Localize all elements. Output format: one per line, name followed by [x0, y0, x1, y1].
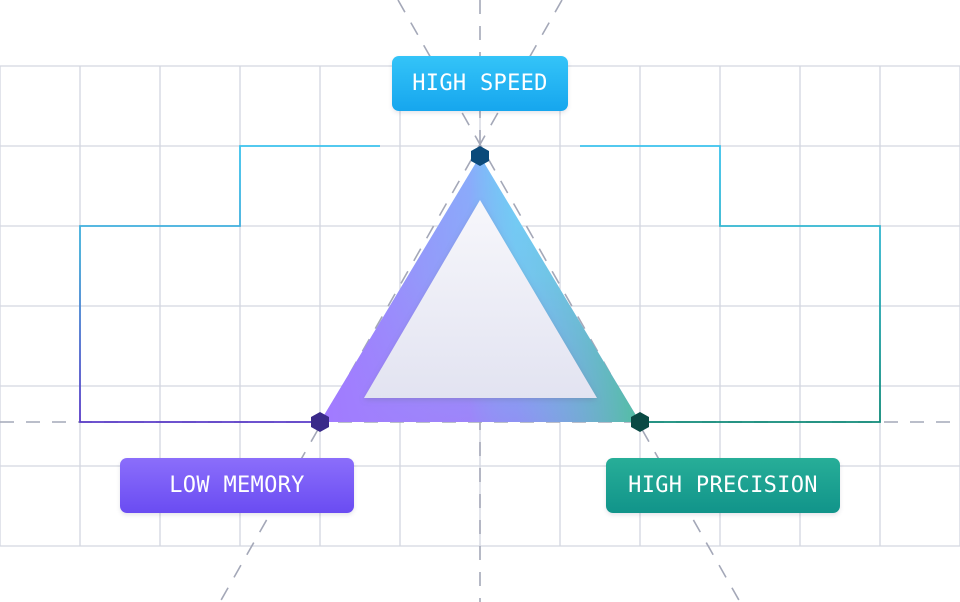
connector-right [580, 145, 881, 423]
high-precision-label: HIGH PRECISION [606, 458, 840, 513]
tradeoff-triangle-inner [364, 200, 597, 398]
low-memory-text: LOW MEMORY [169, 473, 305, 498]
vertex-marker-memory [311, 412, 329, 432]
connector-left [79, 145, 380, 423]
vertex-marker-precision [631, 412, 649, 432]
vertex-marker-speed [471, 146, 489, 166]
high-speed-text: HIGH SPEED [412, 71, 548, 96]
low-memory-label: LOW MEMORY [120, 458, 354, 513]
high-speed-label: HIGH SPEED [392, 56, 568, 111]
high-precision-text: HIGH PRECISION [628, 473, 818, 498]
